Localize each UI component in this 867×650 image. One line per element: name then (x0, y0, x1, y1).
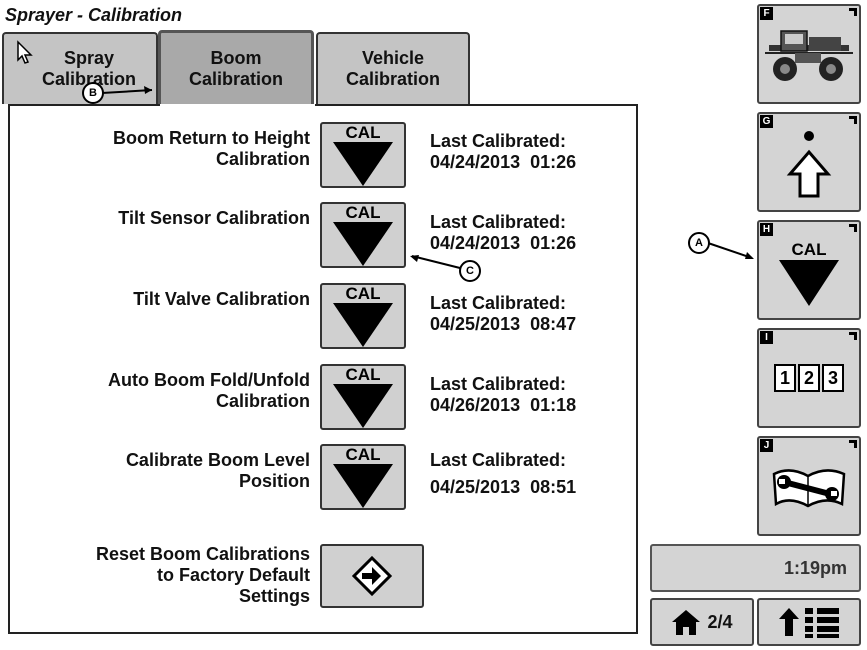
cal-button-boom-level[interactable]: CAL (320, 444, 406, 510)
last-calibrated-label: Last Calibrated: (430, 131, 567, 151)
cal-button-boom-return[interactable]: CAL (320, 122, 406, 188)
corner-mark (849, 224, 857, 232)
button-letter: I (760, 331, 773, 344)
last-calibrated-label: Last Calibrated: (430, 450, 567, 470)
manual-wrench-icon (772, 469, 846, 508)
reset-button[interactable] (320, 544, 424, 608)
button-letter: F (760, 7, 773, 20)
window-title: Sprayer - Calibration (5, 5, 183, 25)
tab-label: Spray Calibration (41, 48, 136, 89)
digit-box: 1 (774, 364, 796, 392)
up-arrow-icon (786, 131, 832, 198)
cal-text: CAL (345, 203, 381, 222)
sprayer-vehicle-icon (765, 30, 853, 81)
menu-button[interactable] (757, 598, 861, 646)
cal-text: CAL (345, 123, 381, 142)
last-calibrated: Last Calibrated: 04/25/2013 08:47 (430, 293, 576, 335)
last-calibrated-label: Last Calibrated: (430, 212, 567, 232)
numbered-boxes-icon: 1 2 3 (774, 364, 844, 392)
sidebar-button-g[interactable]: G (757, 112, 861, 212)
corner-mark (849, 116, 857, 124)
sidebar-button-f[interactable]: F (757, 4, 861, 104)
cal-icon: CAL (779, 241, 839, 306)
tab-spray-calibration[interactable]: Spray Calibration (2, 32, 158, 104)
last-calibrated: Last Calibrated: 04/26/2013 01:18 (430, 374, 576, 416)
button-letter: J (760, 439, 773, 452)
digit-box: 2 (798, 364, 820, 392)
cal-text: CAL (345, 284, 381, 303)
down-triangle-icon (333, 303, 393, 347)
home-button[interactable]: 2/4 (650, 598, 754, 646)
panel-border (315, 104, 638, 106)
cal-button-tilt-valve[interactable]: CAL (320, 283, 406, 349)
cal-button-auto-boom-fold[interactable]: CAL (320, 364, 406, 430)
down-triangle-icon (333, 222, 393, 266)
button-letter: G (760, 115, 773, 128)
clock-display: 1:19pm (650, 544, 861, 592)
down-triangle-icon (333, 142, 393, 186)
last-calibrated-value: 04/26/2013 01:18 (430, 395, 577, 415)
tab-label: Boom Calibration (188, 48, 283, 89)
corner-mark (849, 8, 857, 16)
last-calibrated-value: 04/25/2013 08:51 (430, 477, 577, 497)
cursor-icon (17, 40, 33, 64)
down-triangle-icon (333, 464, 393, 508)
sidebar-button-j[interactable]: J (757, 436, 861, 536)
panel-border (8, 104, 160, 106)
cal-button-tilt-sensor[interactable]: CAL (320, 202, 406, 268)
row-label: Boom Return to Height Calibration (113, 128, 310, 169)
callout-b: B (82, 82, 104, 104)
last-calibrated-value: 04/24/2013 01:26 (430, 233, 577, 253)
corner-mark (849, 332, 857, 340)
last-calibrated-value: 04/25/2013 08:47 (430, 314, 577, 334)
tab-vehicle-calibration[interactable]: Vehicle Calibration (316, 32, 470, 104)
row-label: Tilt Valve Calibration (133, 289, 310, 309)
sidebar-button-i[interactable]: I 1 2 3 (757, 328, 861, 428)
down-triangle-icon (779, 259, 839, 306)
corner-mark (849, 440, 857, 448)
last-calibrated-label: Last Calibrated: (430, 293, 567, 313)
row-label: Auto Boom Fold/Unfold Calibration (108, 370, 310, 411)
sidebar-button-h-cal[interactable]: H CAL (757, 220, 861, 320)
last-calibrated-value: 04/24/2013 01:26 (430, 152, 577, 172)
last-calibrated: Last Calibrated: 04/24/2013 01:26 (430, 212, 576, 254)
row-label: Tilt Sensor Calibration (118, 208, 310, 228)
up-arrow-list-icon (779, 608, 839, 638)
button-letter: H (760, 223, 773, 236)
row-label: Calibrate Boom Level Position (125, 450, 310, 491)
reset-label: Reset Boom Calibrations to Factory Defau… (95, 544, 310, 606)
cal-text: CAL (791, 239, 827, 259)
last-calibrated-label: Last Calibrated: (430, 374, 567, 394)
down-triangle-icon (333, 384, 393, 428)
cal-text: CAL (345, 365, 381, 384)
page-indicator: 2/4 (707, 611, 733, 632)
callout-c: C (459, 260, 481, 282)
callout-a: A (688, 232, 710, 254)
enter-arrow-icon (352, 556, 392, 596)
last-calibrated: Last Calibrated: 04/24/2013 01:26 (430, 131, 576, 173)
last-calibrated: Last Calibrated: 04/25/2013 08:51 (430, 450, 576, 498)
tab-label: Vehicle Calibration (345, 48, 440, 89)
tab-boom-calibration[interactable]: Boom Calibration (158, 30, 314, 108)
digit-box: 3 (822, 364, 844, 392)
cal-text: CAL (345, 445, 381, 464)
home-icon (672, 610, 701, 635)
